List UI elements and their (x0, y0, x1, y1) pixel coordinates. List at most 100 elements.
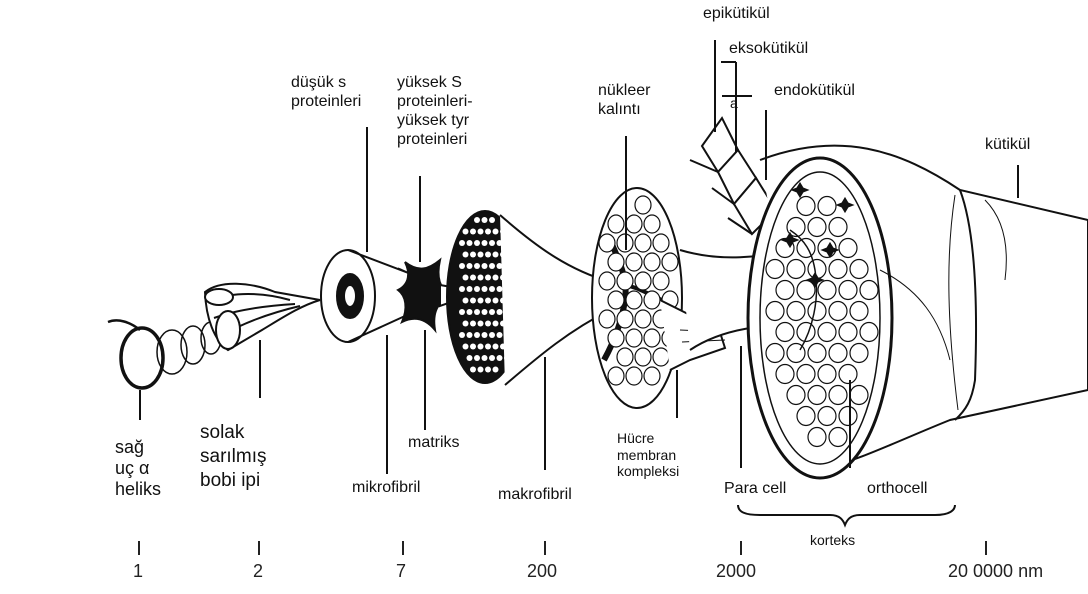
macrofibril-dot (459, 263, 465, 269)
macrofibril-dot (463, 275, 469, 281)
cortex-cell (808, 302, 826, 321)
label-endocuticle: endokütikül (774, 82, 855, 101)
cortex-cell (818, 365, 836, 384)
label-nuclear-remnant: nükleer kalıntı (598, 82, 650, 120)
label-exocuticle: eksokütikül (729, 40, 808, 59)
cell-blob (635, 196, 651, 214)
cortex-cell (766, 344, 784, 363)
cell-blob (653, 234, 669, 252)
cortex-cell (776, 281, 794, 300)
cell-blob (617, 310, 633, 328)
macrofibril-dot (485, 344, 491, 350)
macrofibril-dot (470, 275, 476, 281)
macrofibril-dot (470, 229, 476, 235)
macrofibril-disc-drawing (447, 211, 610, 385)
cortex-cell (808, 218, 826, 237)
macrofibril-dot (474, 263, 480, 269)
label-epicuticle: epikütikül (703, 5, 770, 24)
macrofibril-dot (474, 240, 480, 246)
cell-blob (617, 348, 633, 366)
macrofibril-dot (485, 321, 491, 327)
cortex-cell (850, 344, 868, 363)
cortex-cell (766, 260, 784, 279)
scale-tick (985, 541, 987, 555)
macrofibril-dot (474, 217, 480, 223)
macrofibril-dot (467, 263, 473, 269)
cortex-cell (818, 323, 836, 342)
cortex-cell (850, 302, 868, 321)
cell-blob (644, 215, 660, 233)
cell-blob (599, 272, 615, 290)
macrofibril-dot (474, 309, 480, 315)
cortex-cell (787, 260, 805, 279)
cell-blob (626, 367, 642, 385)
cortex-cell (839, 323, 857, 342)
macrofibril-dot (489, 286, 495, 292)
macrofibril-dot (459, 309, 465, 315)
macrofibril-dot (470, 344, 476, 350)
label-right-helix: sağ uç α heliks (115, 437, 161, 501)
label-macrofibril: makrofibril (498, 486, 572, 505)
cortex-cell (850, 260, 868, 279)
cortex-cell (829, 386, 847, 405)
cell-blob (626, 329, 642, 347)
macrofibril-dot (478, 229, 484, 235)
cell-blob (626, 253, 642, 271)
cortex-cell (776, 365, 794, 384)
label-high-s-proteins: yüksek S proteinleri- yüksek tyr protein… (397, 74, 473, 150)
cortex-cell (808, 428, 826, 447)
scale-value: 200 (527, 561, 557, 582)
macrofibril-dot (497, 332, 503, 338)
macrofibril-dot (478, 252, 484, 258)
cell-blob (644, 367, 660, 385)
label-cell-membrane-complex: Hücre membran kompleksi (617, 430, 679, 480)
macrofibril-dot (497, 286, 503, 292)
macrofibril-dot (493, 367, 499, 373)
macrofibril-dot (485, 275, 491, 281)
cell-blob (635, 234, 651, 252)
macrofibril-dot (478, 367, 484, 373)
scale-value: 7 (396, 561, 406, 582)
label-left-coiled-coil: solak sarılmış bobi ipi (200, 421, 267, 492)
macrofibril-dot (482, 217, 488, 223)
cortex-cell (829, 218, 847, 237)
macrofibril-dot (489, 217, 495, 223)
cortex-cell (839, 239, 857, 258)
cell-blob (635, 272, 651, 290)
scale-tick (258, 541, 260, 555)
cell-blob (635, 348, 651, 366)
macrofibril-dot (467, 309, 473, 315)
label-cuticle: kütikül (985, 136, 1030, 155)
macrofibril-dot (478, 275, 484, 281)
cortex-cell (818, 197, 836, 216)
macrofibril-dot (485, 252, 491, 258)
scale-tick (402, 541, 404, 555)
cortex-cell (860, 323, 878, 342)
scale-tick (740, 541, 742, 555)
macrofibril-dot (489, 240, 495, 246)
macrofibril-dot (459, 286, 465, 292)
scale-value: 20 0000 nm (948, 561, 1043, 582)
cell-blob (608, 367, 624, 385)
macrofibril-dot (497, 309, 503, 315)
macrofibril-dot (474, 286, 480, 292)
macrofibril-dot (482, 263, 488, 269)
cortex-cell (818, 281, 836, 300)
cell-blob (608, 253, 624, 271)
macrofibril-dot (493, 229, 499, 235)
cell-blob (599, 234, 615, 252)
cortex-cell (776, 323, 794, 342)
cell-blob (617, 272, 633, 290)
macrofibril-dot (489, 355, 495, 361)
macrofibril-dot (478, 321, 484, 327)
macrofibril-dot (459, 240, 465, 246)
cortex-cell (860, 281, 878, 300)
macrofibril-dot (482, 355, 488, 361)
scale-value: 2000 (716, 561, 756, 582)
macrofibril-dot (493, 298, 499, 304)
macrofibril-dot (482, 286, 488, 292)
macrofibril-dot (482, 240, 488, 246)
macrofibril-dot (478, 344, 484, 350)
macrofibril-dot (467, 240, 473, 246)
label-matrix: matriks (408, 434, 460, 453)
